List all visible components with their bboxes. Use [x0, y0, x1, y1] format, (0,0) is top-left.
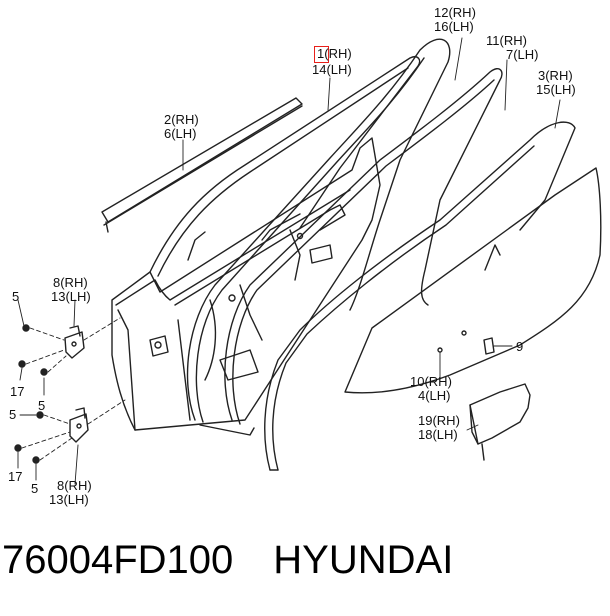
upper-hinge: [64, 325, 85, 359]
belt-moulding: [101, 97, 303, 233]
callout-bolt5-b: 5: [38, 398, 46, 413]
callout-part10-rh: 10(RH): [410, 374, 452, 389]
callout-part1-lh: 14(LH): [312, 62, 352, 77]
callout-part3-rh: 3(RH): [538, 68, 573, 83]
hinge-leader-lines: [21, 317, 126, 461]
callout-part10-lh: 4(LH): [418, 388, 451, 403]
callout-part11-rh: 11(RH): [486, 33, 527, 48]
door-module-cover: [469, 383, 531, 461]
callout-part12: 12(RH) 16(LH): [434, 6, 476, 34]
callout-part8-bottom-lh: 13(LH): [49, 492, 89, 507]
callout-part10: 10(RH) 4(LH): [410, 375, 452, 403]
lower-hinge: [69, 407, 89, 443]
callout-part19: 19(RH) 18(LH): [418, 414, 460, 442]
callout-part11-lh: 7(LH): [506, 47, 539, 62]
callout-bolt5-a: 5: [12, 289, 20, 304]
callout-part1-lh-wrap: 14(LH): [312, 63, 352, 77]
callout-part8-top-rh: 8(RH): [53, 275, 88, 290]
callout-bolt5-c: 5: [9, 407, 17, 422]
footer-caption: 76004FD100 HYUNDAI: [2, 538, 453, 583]
callout-part2: 2(RH) 6(LH): [164, 113, 199, 141]
callout-part1-rh: (RH): [324, 46, 352, 61]
callout-part12-lh: 16(LH): [434, 19, 474, 34]
callout-part11: 11(RH) 7(LH): [486, 34, 539, 62]
callout-part9: 9: [516, 339, 524, 354]
frame-weatherstrip-upper: [149, 56, 421, 277]
callout-part3-lh: 15(LH): [536, 82, 576, 97]
callout-part19-rh: 19(RH): [418, 413, 460, 428]
part-number: 76004FD100: [2, 538, 234, 582]
door-weatherstrip-11: [224, 68, 503, 425]
callout-bolt5-d: 5: [31, 481, 39, 496]
callout-part1-num: 1: [317, 46, 325, 61]
callout-bolt17-a: 17: [10, 384, 25, 399]
bolts: [14, 324, 48, 464]
callout-bolt17-b: 17: [8, 469, 23, 484]
callout-part2-lh: 6(LH): [164, 126, 197, 141]
callout-part8-top-lh: 13(LH): [51, 289, 91, 304]
callout-part1: 1(RH): [317, 47, 352, 61]
callout-part19-lh: 18(LH): [418, 427, 458, 442]
callout-part12-rh: 12(RH): [434, 5, 476, 20]
callout-part8-top: 8(RH) 13(LH): [51, 276, 91, 304]
callout-part3: 3(RH) 15(LH): [536, 69, 576, 97]
callout-leaders: [17, 37, 561, 485]
callout-part8-bottom: 8(RH) 13(LH): [49, 479, 92, 507]
glass-run-channel: [264, 121, 576, 471]
callout-part2-rh: 2(RH): [164, 112, 199, 127]
brand-name: HYUNDAI: [273, 538, 454, 582]
glass-clip: [483, 337, 513, 355]
callout-part8-bottom-rh: 8(RH): [57, 478, 92, 493]
inner-weatherstrip-12: [186, 38, 451, 436]
highlight-box-part1: [314, 46, 329, 63]
